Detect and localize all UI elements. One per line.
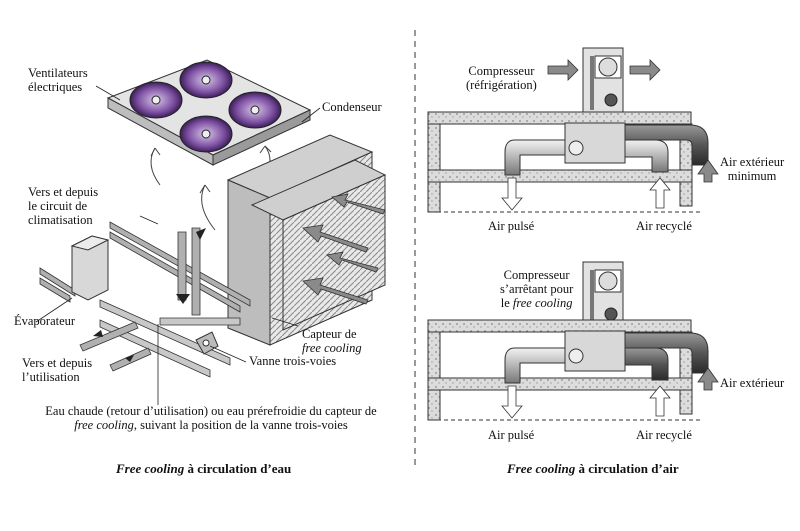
- air-system-bottom: [427, 261, 709, 421]
- note-label: Eau chaude (retour d’utilisation) ou eau…: [45, 404, 377, 432]
- outdoor-air-label-bottom: Air extérieur: [720, 376, 785, 390]
- condenser-air-arrows: [302, 193, 386, 305]
- fan-3: [179, 115, 233, 153]
- three-way-valve: [195, 331, 219, 355]
- recycled-air-label-bottom: Air recyclé: [636, 428, 692, 442]
- air-system-top: [427, 47, 709, 213]
- compressor-label-top: Compresseur(réfrigération): [466, 64, 537, 92]
- evaporator: [70, 235, 110, 301]
- fan-unit: [106, 59, 312, 166]
- evaporator-label: Évaporateur: [14, 314, 76, 328]
- caption-left: Free cooling à circulation d’eau: [116, 461, 292, 476]
- condenser-label: Condenseur: [322, 100, 382, 114]
- arrows-bottom: [501, 367, 719, 419]
- flow-arrows: [93, 228, 206, 362]
- fan-4: [228, 91, 282, 129]
- caption-right: Free cooling à circulation d’air: [507, 461, 679, 476]
- supply-air-label-bottom: Air pulsé: [488, 428, 535, 442]
- recycled-air-label-top: Air recyclé: [636, 219, 692, 233]
- leader-lines-left: [35, 85, 321, 405]
- supply-air-label-top: Air pulsé: [488, 219, 535, 233]
- pipes-left: [39, 221, 251, 378]
- valve-label: Vanne trois-voies: [249, 354, 337, 368]
- fan-1: [129, 81, 183, 119]
- compressor-label-bottom: Compresseur s’arrêtant pour le free cool…: [500, 268, 574, 310]
- condenser-block: [226, 134, 387, 346]
- fan-2: [179, 61, 233, 99]
- arrows-top: [501, 59, 719, 211]
